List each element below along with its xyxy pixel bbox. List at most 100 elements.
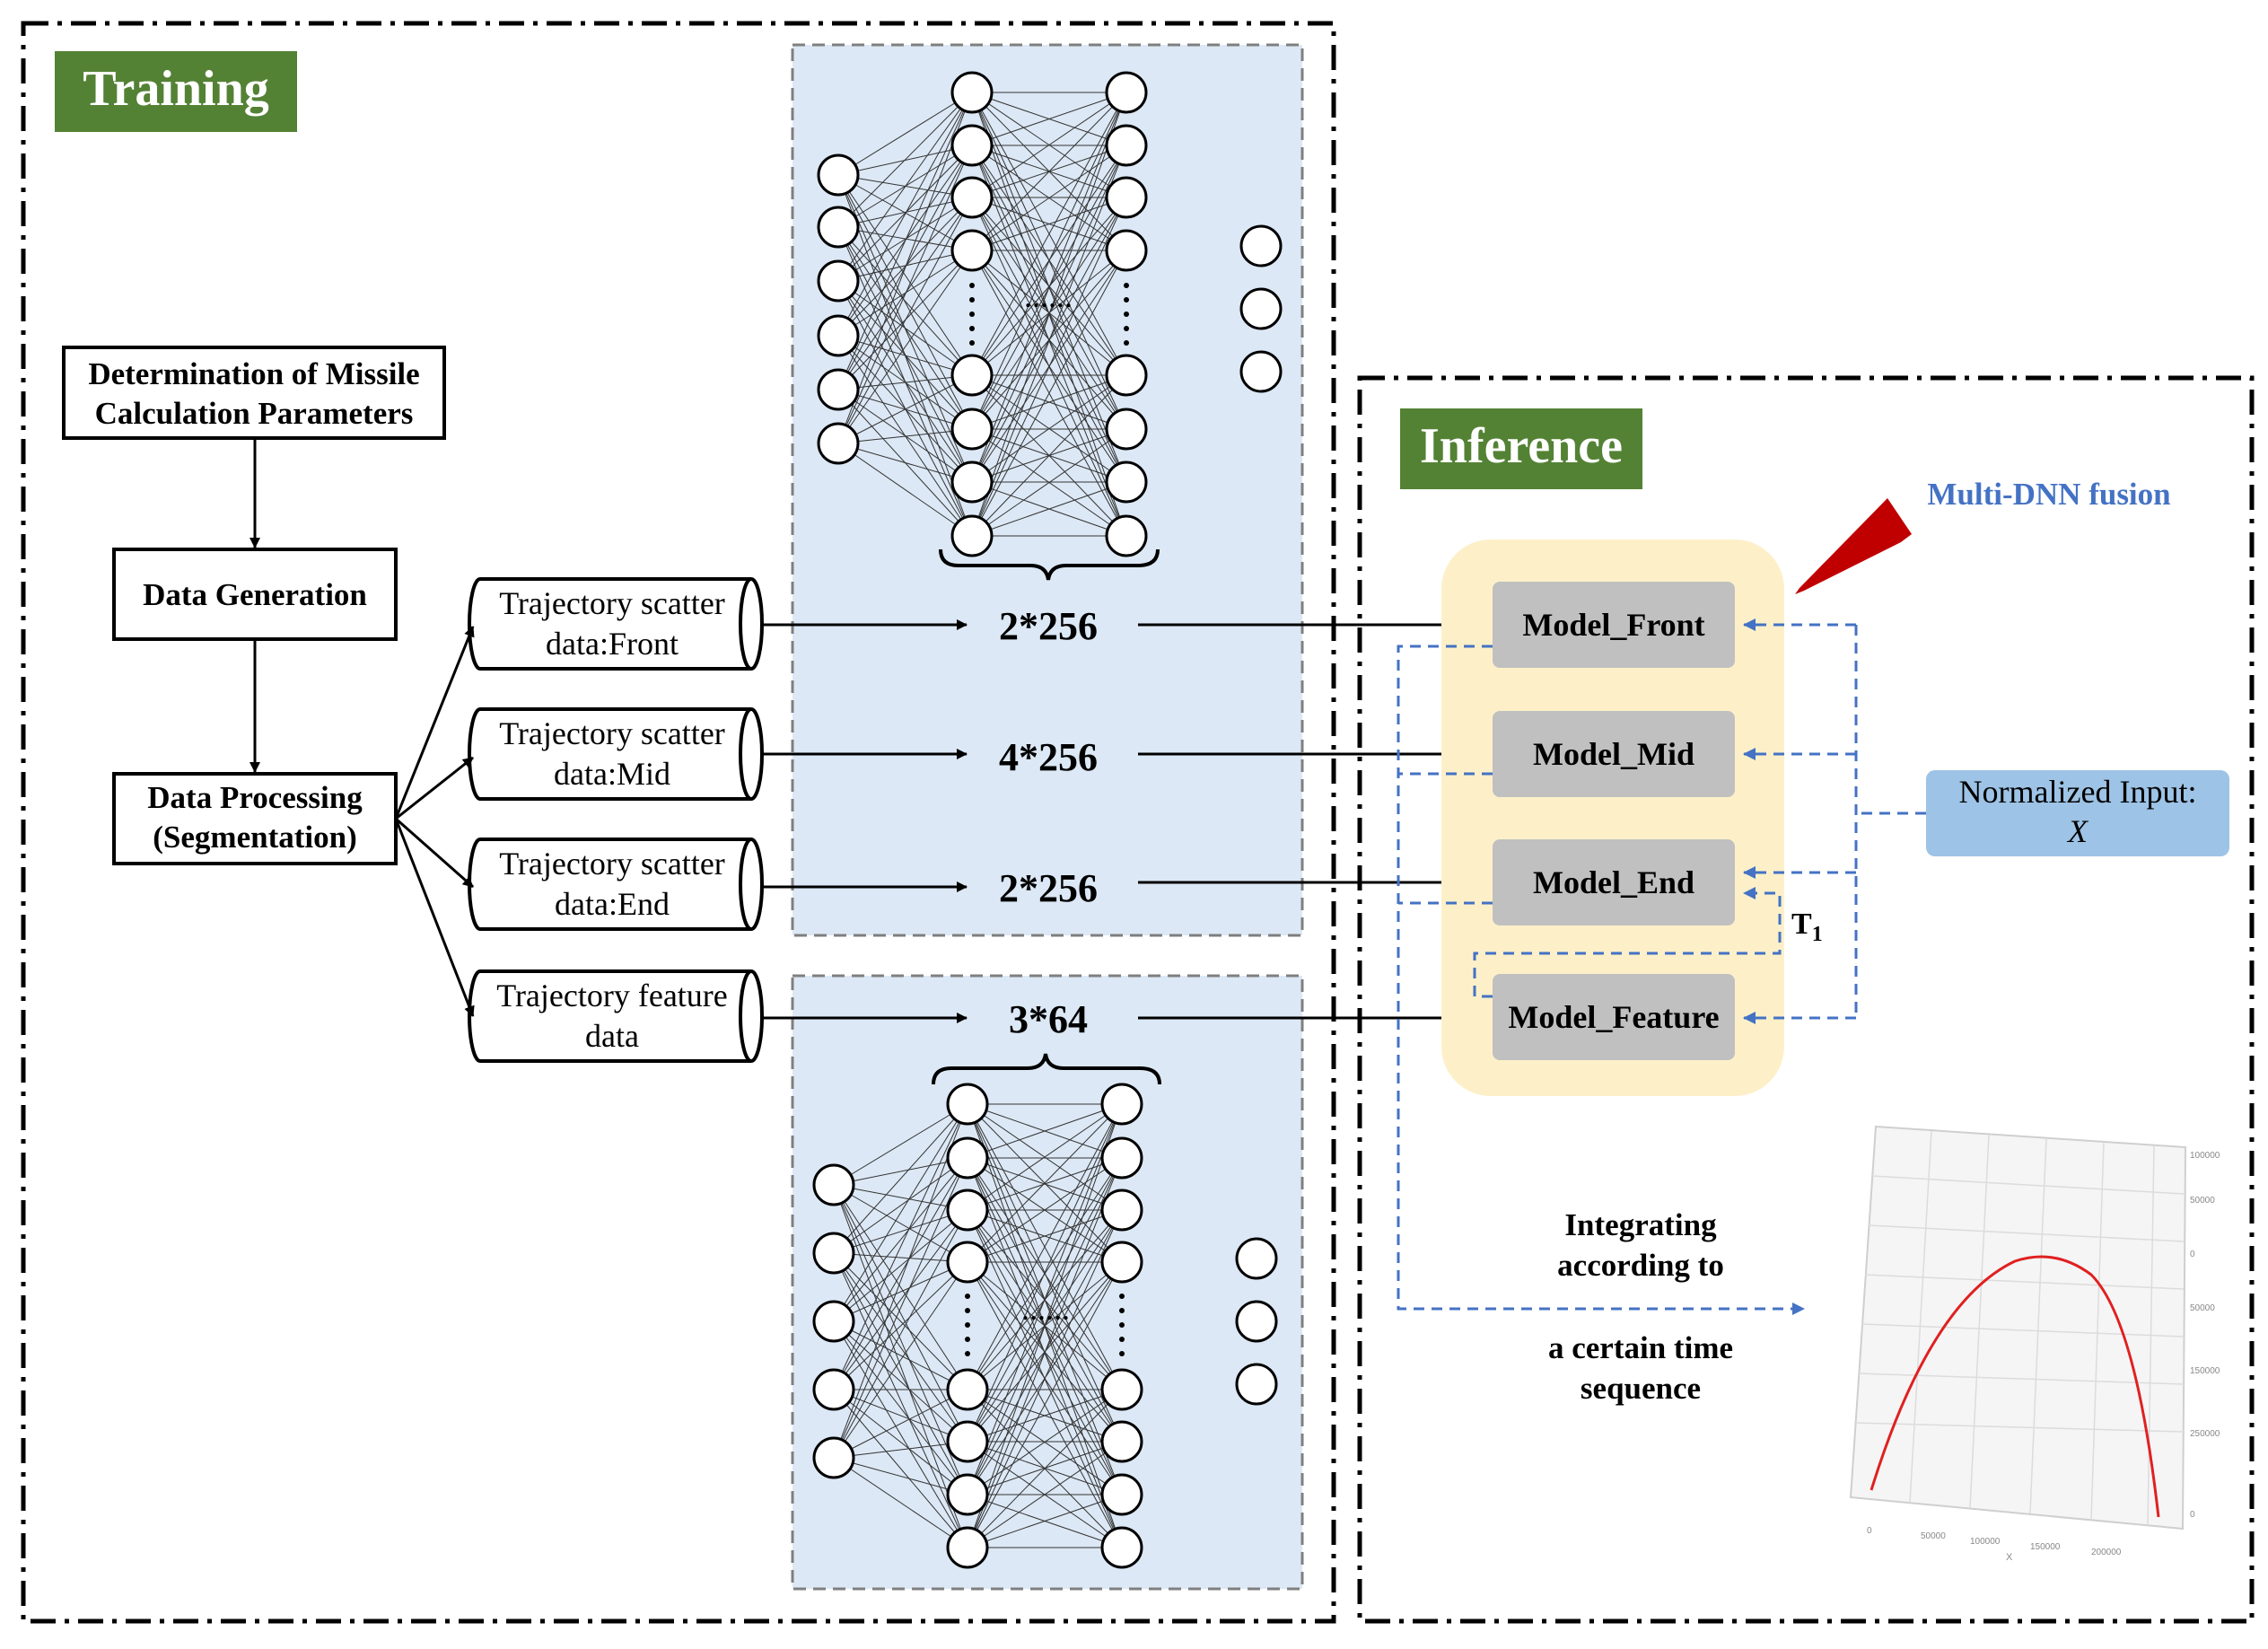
model-end-box: Model_End [1493, 839, 1735, 925]
neuron-node [1105, 408, 1148, 451]
neuron-node [950, 408, 994, 451]
neuron-node [1239, 287, 1283, 330]
svg-text:data: data [585, 1018, 639, 1054]
nn-panel-top [791, 43, 1304, 937]
vertical-ellipsis-dot [1124, 326, 1129, 331]
vertical-ellipsis-dot [965, 1351, 970, 1356]
neuron-node [950, 124, 994, 167]
vertical-ellipsis-dot [965, 1322, 970, 1328]
svg-text:Data Generation: Data Generation [143, 577, 367, 612]
neuron-node [1100, 1241, 1143, 1284]
vertical-ellipsis-dot [965, 1294, 970, 1299]
neuron-node [946, 1526, 989, 1569]
svg-text:50000: 50000 [1921, 1531, 1946, 1541]
arrow-processing-to-end [395, 817, 474, 889]
neuron-node [1105, 460, 1148, 504]
neuron-node [812, 1163, 855, 1206]
training-frame [21, 21, 1336, 1624]
neuron-node [950, 71, 994, 114]
output-collection-lines [1397, 645, 1805, 1315]
svg-text:150000: 150000 [2030, 1542, 2061, 1552]
neuron-node [812, 1436, 855, 1479]
neuron-node [1105, 354, 1148, 397]
vertical-ellipsis-dot [1119, 1294, 1125, 1299]
svg-text:250000: 250000 [2190, 1429, 2220, 1439]
svg-text:Model_End: Model_End [1533, 864, 1694, 900]
arrow-processing-to-feature [394, 818, 475, 1017]
svg-text:0: 0 [2190, 1510, 2195, 1520]
neuron-node [950, 460, 994, 504]
vertical-ellipsis-dot [1119, 1308, 1125, 1313]
neural-network-diagram-top [817, 71, 1283, 557]
integrate-line4: sequence [1581, 1371, 1701, 1406]
neuron-node [950, 514, 994, 557]
vertical-ellipsis-dot [969, 326, 975, 331]
dim-front: 2*256 [999, 604, 1098, 648]
vertical-ellipsis-dot [1124, 283, 1129, 288]
svg-text:X: X [2066, 813, 2089, 849]
neuron-node [1239, 350, 1283, 393]
fusion-container [1441, 539, 1784, 1096]
neuron-node [946, 1368, 989, 1411]
neuron-node [812, 1300, 855, 1343]
neuron-node [1235, 1300, 1278, 1343]
red-pointer-arrow [1795, 498, 1912, 594]
vertical-ellipsis-dot [1124, 311, 1129, 317]
input-distribution-lines [1743, 618, 1926, 1024]
neuron-node [1100, 1189, 1143, 1232]
svg-text:Model_Front: Model_Front [1522, 607, 1704, 643]
neuron-node [812, 1232, 855, 1275]
dataset-mid: Trajectory scatter data:Mid [468, 707, 764, 801]
neuron-node [1105, 124, 1148, 167]
neuron-node [950, 354, 994, 397]
vertical-ellipsis-dot [969, 340, 975, 346]
dataset-end: Trajectory scatter data:End [468, 838, 764, 931]
neuron-node [1105, 514, 1148, 557]
svg-text:Determination of Missile: Determination of Missile [88, 356, 419, 391]
svg-text:Data Processing: Data Processing [147, 780, 363, 815]
svg-text:Model_Mid: Model_Mid [1533, 736, 1694, 772]
neuron-node [946, 1420, 989, 1463]
arrow-processing-to-mid [395, 756, 474, 820]
neuron-node [1100, 1368, 1143, 1411]
neuron-node [1239, 224, 1283, 268]
fusion-label: Multi-DNN fusion [1927, 477, 2170, 512]
svg-text:Trajectory feature: Trajectory feature [496, 978, 728, 1013]
neuron-node [812, 1368, 855, 1411]
svg-text:100000: 100000 [1970, 1537, 2001, 1547]
vertical-ellipsis-dot [1119, 1322, 1125, 1328]
neuron-node [1100, 1526, 1143, 1569]
neuron-node [946, 1189, 989, 1232]
neuron-node [1105, 176, 1148, 219]
vertical-ellipsis-dot [965, 1337, 970, 1342]
inference-title: Inference [1420, 418, 1623, 474]
dim-end: 2*256 [999, 866, 1098, 910]
neuron-node [817, 259, 860, 303]
vertical-ellipsis-dot [1119, 1337, 1125, 1342]
brace-bottom [932, 1053, 1161, 1085]
dataset-front: Trajectory scatter data:Front [468, 577, 764, 671]
data-processing-box: Data Processing (Segmentation) [112, 772, 398, 865]
svg-text:Trajectory scatter: Trajectory scatter [499, 715, 725, 751]
neuron-node [817, 314, 860, 357]
svg-text:(Segmentation): (Segmentation) [153, 820, 356, 855]
vertical-ellipsis-dot [1124, 340, 1129, 346]
dim-mid: 4*256 [999, 735, 1098, 779]
trajectory-curve [1870, 1255, 2160, 1518]
neuron-node [817, 422, 860, 465]
neuron-node [946, 1473, 989, 1516]
vertical-ellipsis-dot [969, 297, 975, 303]
training-badge: Training [55, 51, 297, 132]
neuron-node [817, 153, 860, 197]
svg-text:100000: 100000 [2190, 1151, 2220, 1161]
svg-text:data:Mid: data:Mid [554, 756, 670, 792]
model-feature-box: Model_Feature [1493, 974, 1735, 1060]
neuron-node [817, 368, 860, 411]
neuron-node [946, 1083, 989, 1126]
svg-text:Normalized Input:: Normalized Input: [1959, 774, 2197, 810]
vertical-ellipsis-dot [1124, 297, 1129, 303]
dim-feature: 3*64 [1009, 997, 1088, 1041]
svg-text:data:End: data:End [555, 886, 670, 922]
neuron-node [1235, 1237, 1278, 1280]
svg-text:data:Front: data:Front [546, 626, 679, 662]
